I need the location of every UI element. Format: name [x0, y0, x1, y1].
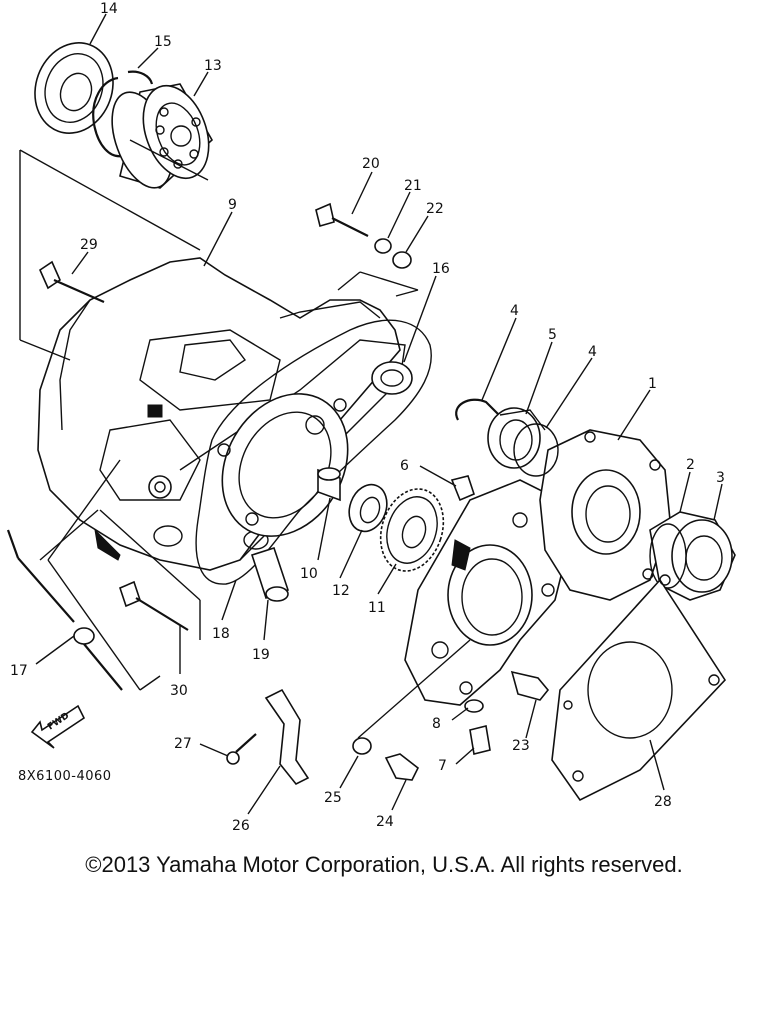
- gasket-18: [195, 319, 432, 585]
- callout-5: 5: [548, 327, 557, 343]
- callout-23: 23: [512, 738, 530, 754]
- callout-9: 9: [228, 197, 237, 213]
- callout-1: 1: [648, 376, 657, 392]
- bolt-30: [119, 580, 189, 631]
- bearing-12: [348, 483, 388, 533]
- diagram-code: 8X6100-4060: [18, 769, 112, 784]
- spring-seat-4-5: [455, 398, 559, 477]
- washer-21: [374, 238, 392, 254]
- callout-18: 18: [212, 626, 230, 642]
- callout-14: 14: [100, 1, 118, 17]
- callout-22: 22: [426, 201, 444, 217]
- callout-8: 8: [432, 716, 441, 732]
- bracket-26: [264, 688, 310, 786]
- oil-seal-16: [371, 361, 413, 395]
- copyright-notice: ©2013 Yamaha Motor Corporation, U.S.A. A…: [85, 852, 683, 877]
- washer-8: [464, 699, 484, 713]
- bolt-24: [384, 753, 420, 781]
- callout-19: 19: [252, 647, 270, 663]
- leader-lines: [19, 13, 723, 815]
- callout-7: 7: [438, 758, 447, 774]
- callouts: 14 15 13 9 29 20 21 22 16 4 5 4 1 2 3 6 …: [10, 1, 725, 834]
- callout-3: 3: [716, 470, 725, 486]
- gasket-28: [551, 574, 727, 802]
- callout-27: 27: [174, 736, 192, 752]
- tool-17: [6, 529, 123, 691]
- callout-25: 25: [324, 790, 342, 806]
- callout-26: 26: [232, 818, 250, 834]
- dowel-pin-10: [317, 467, 341, 502]
- callout-24: 24: [376, 814, 394, 830]
- callout-20: 20: [362, 156, 380, 172]
- callout-12: 12: [332, 583, 350, 599]
- washer-25: [352, 737, 372, 755]
- callout-11: 11: [368, 600, 386, 616]
- gear-11: [379, 488, 445, 572]
- bearing-13: [111, 83, 214, 189]
- callout-10: 10: [300, 566, 318, 582]
- sleeve-19: [250, 546, 290, 602]
- callout-16: 16: [432, 261, 450, 277]
- oil-seal-14: [34, 42, 114, 134]
- callout-2: 2: [686, 457, 695, 473]
- bolt-23: [510, 670, 550, 701]
- callout-29: 29: [80, 237, 98, 253]
- callout-28: 28: [654, 794, 672, 810]
- bolt-20: [315, 202, 369, 237]
- bolt-6: [450, 475, 475, 502]
- fwd-arrow: FWD: [30, 704, 86, 749]
- bolt-7: [469, 725, 491, 755]
- callout-15: 15: [154, 34, 172, 50]
- callout-4a: 4: [510, 303, 519, 319]
- bearing-2-3: [649, 511, 736, 601]
- circlip-15: [92, 70, 154, 158]
- nut-22: [392, 251, 412, 269]
- callout-30: 30: [170, 683, 188, 699]
- cover-plate: [404, 479, 571, 706]
- screw-27: [226, 733, 257, 765]
- callout-6: 6: [400, 458, 409, 474]
- housing-1: [539, 429, 671, 601]
- callout-13: 13: [204, 58, 222, 74]
- bolt-29: [38, 260, 105, 304]
- crankcase-9: [37, 257, 406, 571]
- callout-21: 21: [404, 178, 422, 194]
- callout-4b: 4: [588, 344, 597, 360]
- callout-17: 17: [10, 663, 28, 679]
